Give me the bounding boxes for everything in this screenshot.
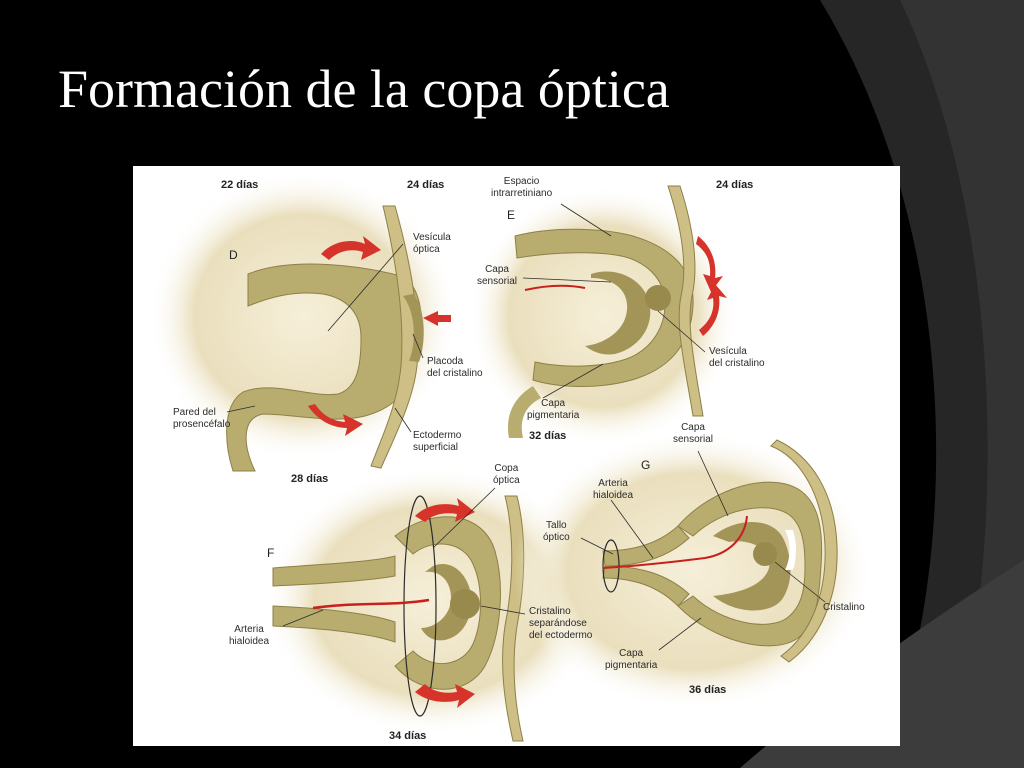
panel-letter-e: E [507, 208, 516, 222]
leader-lines [226, 203, 826, 651]
panel-g-optic-stalk [602, 525, 690, 607]
panel-letter-f: F [267, 546, 275, 560]
background-swoosh-mid [900, 0, 1024, 768]
leader-pared [226, 405, 256, 413]
optic-cup-figure: 22 días 24 días 24 días 32 días 28 días … [133, 166, 900, 746]
panel-f-arrow-bottom [415, 684, 475, 708]
label-arteria-g: Arteria hialoidea [593, 478, 634, 501]
label-espacio: Espacio intrarretiniano [491, 176, 553, 199]
day-label-36: 36 días [689, 684, 727, 696]
label-tallo: Tallo óptico [543, 520, 570, 543]
leader-cristalino-separandose [480, 605, 526, 615]
leader-placoda [412, 333, 424, 359]
label-copa-optica: Copa óptica [493, 463, 520, 486]
panel-d-arrow-bottom [308, 404, 363, 436]
panel-e-optic-cup [514, 228, 694, 387]
panel-e-lens-vesicle [645, 285, 671, 311]
panel-f-artery [312, 598, 430, 610]
label-capa-pigmentaria-e: Capa pigmentaria [527, 398, 580, 421]
label-capa-sensorial-g: Capa sensorial [673, 422, 714, 445]
panel-f-arrow-top [415, 498, 475, 522]
label-placoda: Placoda del cristalino [427, 356, 483, 379]
panel-d-placode [403, 294, 424, 362]
panel-e-arrow-top [696, 236, 723, 292]
panel-f-lens [450, 589, 480, 619]
panel-e-drawing [468, 185, 738, 446]
label-vesicula-cristalino: Vesícula del cristalino [709, 346, 765, 369]
panel-g-artery [602, 515, 748, 569]
day-label-24-left: 24 días [407, 179, 445, 191]
leader-capa-pigmentaria-e [542, 363, 604, 399]
panel-g-cornea-highlight [785, 530, 796, 570]
leader-capa-sensorial-g [697, 450, 729, 517]
slide-title: Formación de la copa óptica [58, 59, 670, 119]
day-label-34: 34 días [389, 730, 427, 742]
panel-f-sensory-layer [421, 564, 472, 641]
leader-ectodermo [394, 407, 412, 433]
label-cristalino: Cristalino [823, 602, 865, 613]
panel-g-optic-cup [677, 481, 823, 647]
leader-capa-pigmentaria-g [658, 617, 702, 651]
label-capa-pigmentaria-g: Capa pigmentaria [605, 648, 658, 671]
panel-d-arrow-right [423, 311, 451, 326]
day-label-28: 28 días [291, 473, 329, 485]
panel-g-drawing [513, 431, 873, 711]
panel-e-ectoderm [667, 185, 704, 417]
panel-f-outline-ring [403, 495, 437, 717]
day-label-22: 22 días [221, 179, 259, 191]
label-arteria-f: Arteria hialoidea [229, 624, 270, 647]
label-pared: Pared del prosencéfalo [173, 407, 231, 430]
leader-capa-sensorial-e [522, 277, 612, 283]
leader-tallo [580, 537, 614, 555]
panel-e-sensory-layer [585, 271, 651, 355]
panel-f-optic-stalk [272, 555, 396, 643]
panel-f-drawing [263, 466, 603, 742]
panel-e-pigment-layer [508, 386, 541, 438]
panel-d-arrow-top [321, 236, 381, 260]
leader-arteria-f [282, 609, 324, 627]
panel-f-optic-cup [394, 516, 501, 690]
leader-vesicula-cristalino [657, 310, 706, 353]
figure-drawing [148, 171, 873, 742]
label-ectodermo: Ectodermo superficial [413, 430, 462, 453]
panel-e-arrow-bottom [699, 284, 727, 336]
panel-e-artery [524, 284, 586, 291]
label-cristalino-separandose: Cristalino separándose del ectodermo [529, 606, 593, 641]
panel-g-ectoderm [770, 439, 838, 663]
leader-vesicula-optica [327, 243, 404, 332]
panel-d-forebrain-wall [226, 263, 423, 472]
panel-letter-d: D [229, 248, 238, 262]
leader-arteria-g [610, 499, 654, 559]
day-label-32: 32 días [529, 430, 567, 442]
label-capa-sensorial-e: Capa sensorial [477, 264, 518, 287]
label-vesicula-optica: Vesícula óptica [413, 232, 451, 255]
leader-espacio [560, 203, 612, 237]
leader-copa-optica [432, 487, 496, 549]
panel-letter-g: G [641, 458, 651, 472]
day-label-24-right: 24 días [716, 179, 754, 191]
leader-cristalino [774, 561, 826, 603]
panel-g-lens [753, 542, 777, 566]
panel-d-drawing [148, 171, 458, 472]
